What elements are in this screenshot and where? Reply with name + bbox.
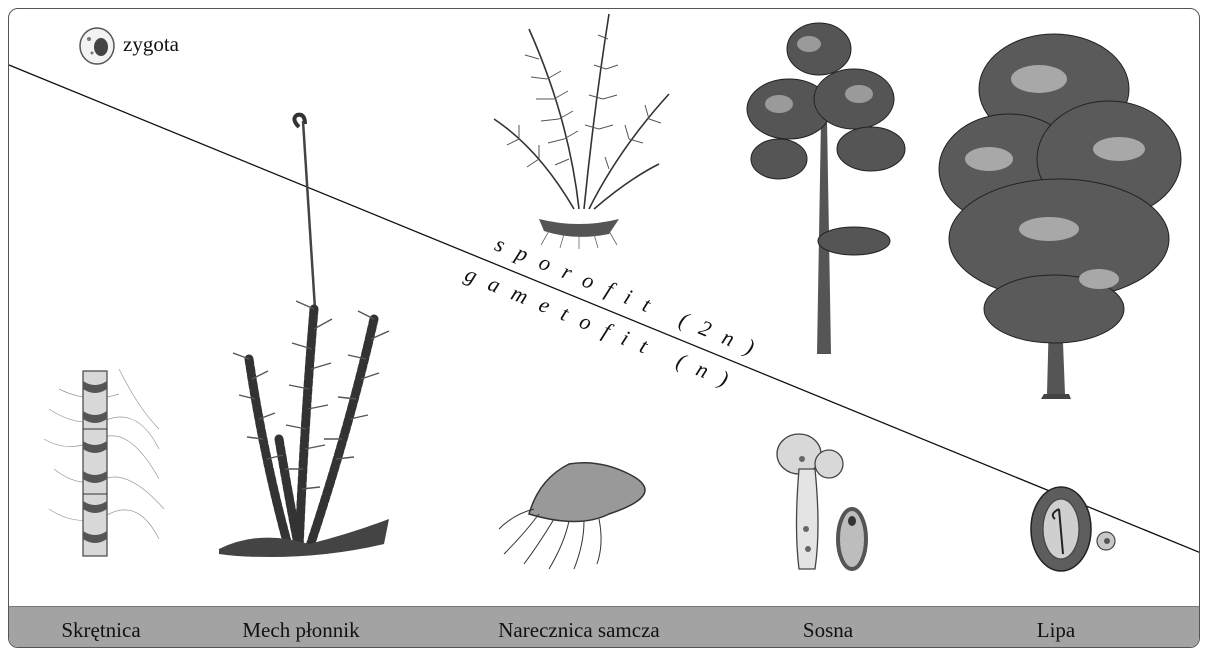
plant-label-sosna: Sosna (803, 618, 853, 643)
plant-name-bar: Skrętnica Mech płonnik Narecznica samcza… (9, 606, 1199, 648)
linden-gametophyte-icon (1031, 487, 1115, 571)
spirogyra-filament-icon (44, 369, 164, 556)
pine-tree-icon (747, 23, 905, 354)
pine-gametophyte-icon (777, 434, 866, 569)
moss-icon (219, 115, 389, 557)
linden-tree-icon (939, 34, 1181, 399)
plant-label-mech: Mech płonnik (242, 618, 359, 643)
zygote-icon (80, 28, 114, 64)
zygote-label: zygota (123, 32, 179, 57)
plant-label-narecznica: Narecznica samcza (498, 618, 659, 643)
fern-prothallium-icon (499, 463, 645, 569)
fern-sporophyte-icon (494, 14, 669, 249)
diagram-frame: zygota sporofit (2n) gametofit (n) Skręt… (8, 8, 1200, 648)
plant-label-lipa: Lipa (1037, 618, 1075, 643)
plant-label-skretnica: Skrętnica (61, 618, 140, 643)
